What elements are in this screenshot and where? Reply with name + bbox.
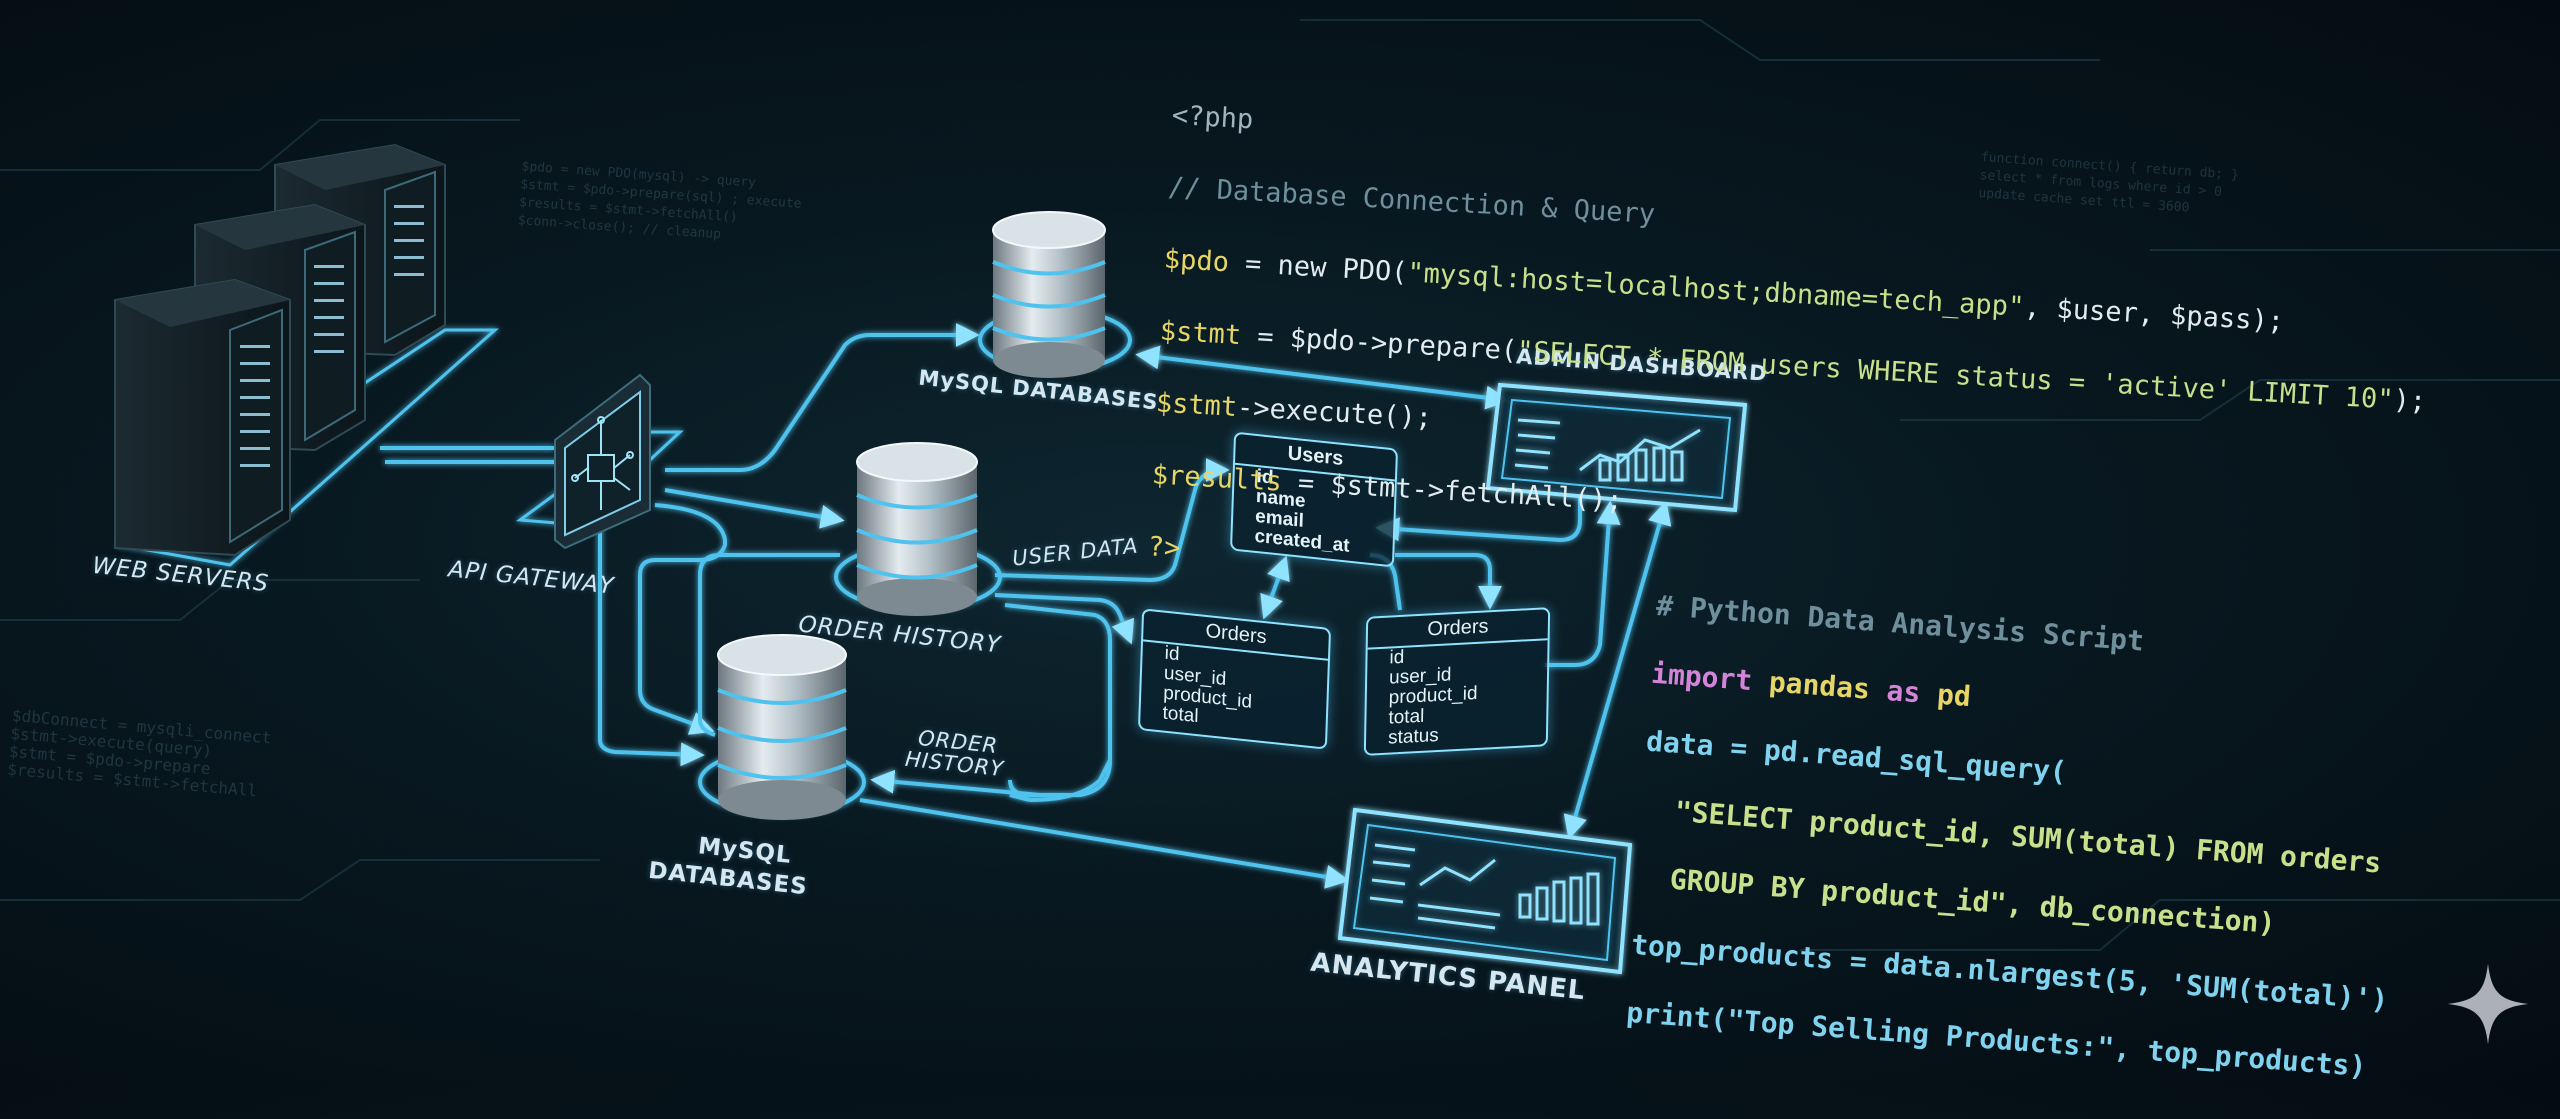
python-code-block: # Python Data Analysis Script import pan… [1623,555,2417,1119]
connection-lines [116,323,1672,889]
dashboard-monitor-icon [1337,807,1633,975]
orders-table-right: Orders id user_id product_id total statu… [1363,607,1551,756]
architecture-diagram [0,19,2560,975]
orders-table-left: Orders id user_id product_id total [1137,608,1332,750]
circuit-chip-icon [554,373,651,550]
database-cylinder-icon [834,442,1002,616]
circuit-traces [0,19,2560,951]
python-line-7: print("Top Selling Products:", top_produ… [1625,995,2368,1084]
database-cylinder-icon [698,634,866,820]
sparkle-icon [2447,963,2529,1045]
dashboard-monitor-icon [1485,382,1748,513]
web-servers-icon [114,143,446,557]
database-cylinder-icon [978,211,1132,378]
